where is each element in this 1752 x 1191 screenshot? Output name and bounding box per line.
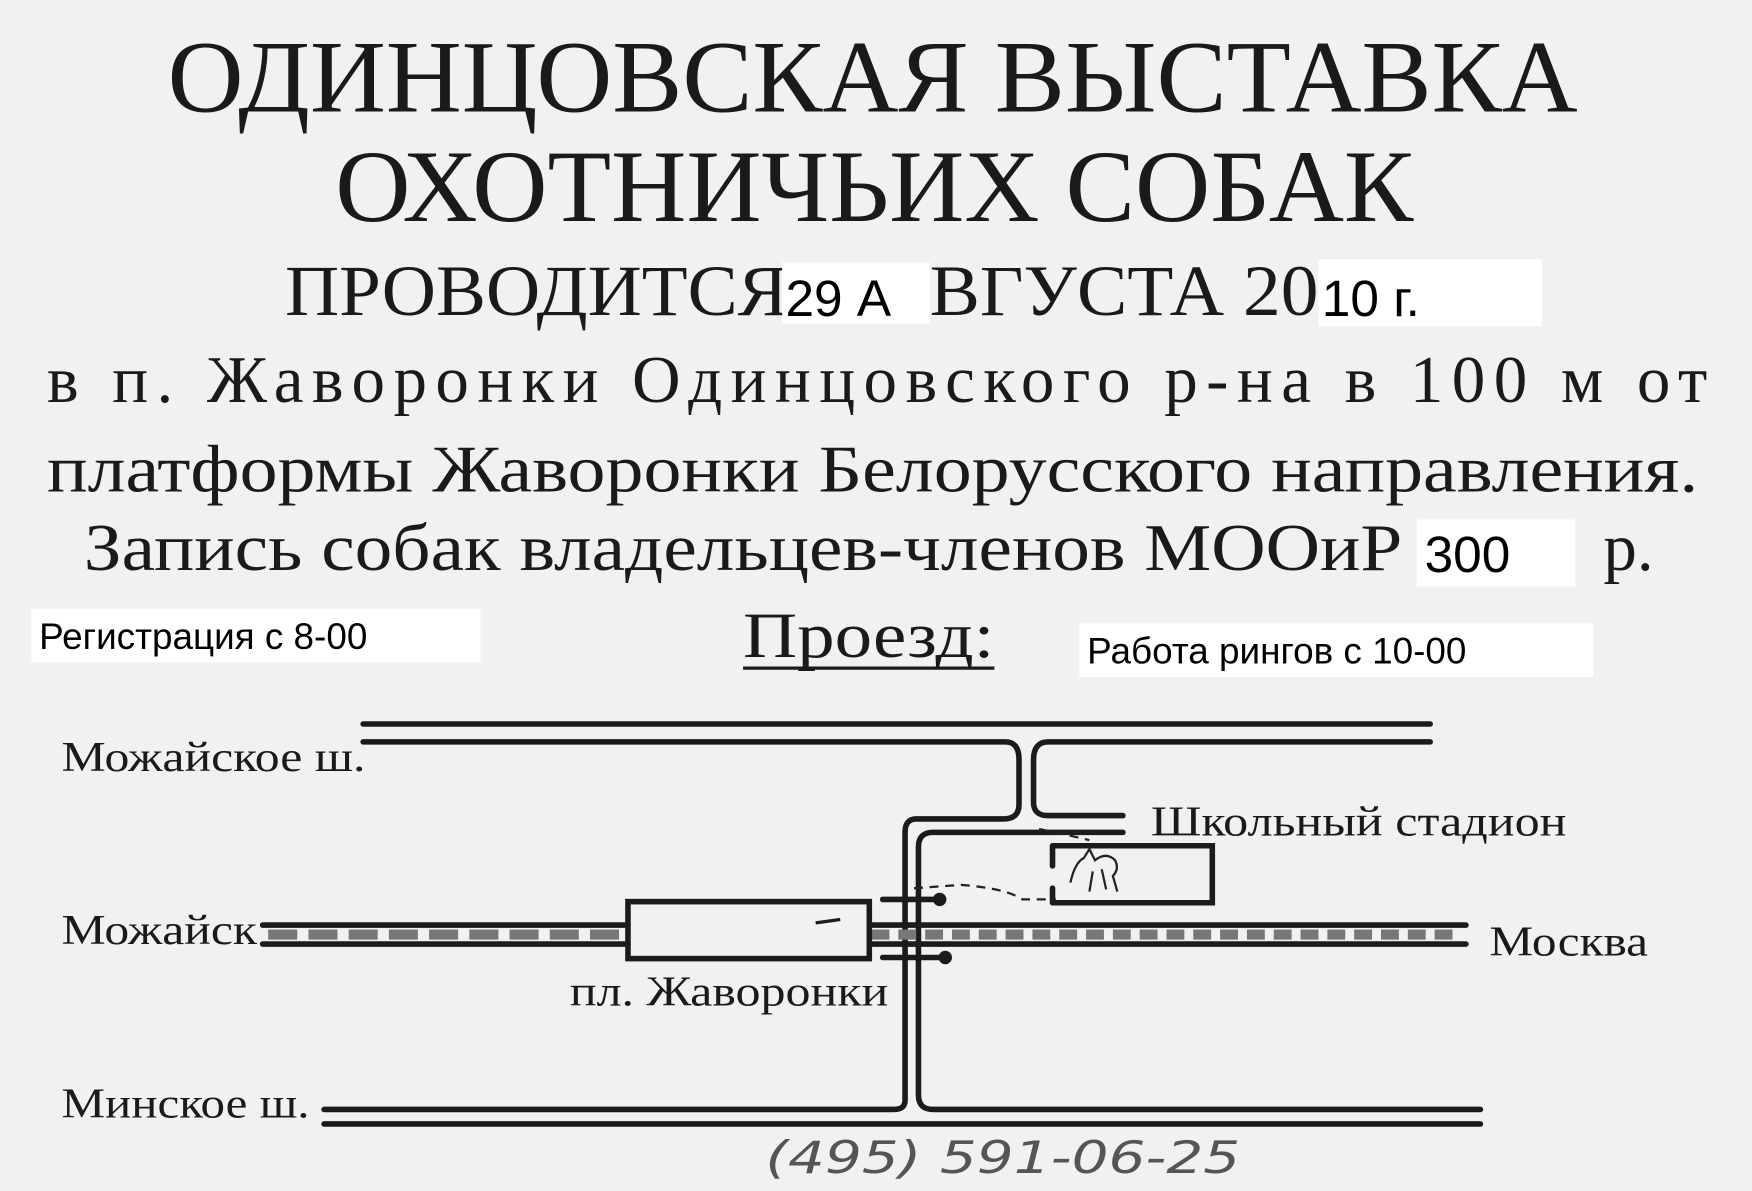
label-minskoe-highway: Минское ш. bbox=[62, 1080, 310, 1127]
platform-building bbox=[625, 898, 873, 962]
stadium-outline bbox=[1049, 842, 1216, 906]
date-month: ВГУСТА 20 bbox=[930, 252, 1319, 331]
platform-arrow-icon bbox=[815, 917, 841, 925]
label-zhavoronki-platform: пл. Жаворонки bbox=[570, 969, 888, 1016]
road-left-edge bbox=[321, 739, 1022, 1113]
road-right-edge bbox=[915, 829, 1484, 1113]
road-stadium-branch-top bbox=[1030, 739, 1433, 819]
label-moscow: Москва bbox=[1489, 918, 1648, 965]
railway bbox=[259, 922, 1469, 947]
registration-box bbox=[31, 608, 481, 663]
date-day-box bbox=[782, 262, 930, 325]
route-dashed-path bbox=[913, 827, 1090, 901]
label-school-stadium: Школьный стадион bbox=[1151, 799, 1567, 846]
fee-amount-box bbox=[1416, 519, 1576, 587]
phone-number: (495) 591-06-25 bbox=[765, 1132, 1240, 1184]
fee-currency: р. bbox=[1603, 511, 1653, 585]
directions-heading: Проезд: bbox=[743, 600, 994, 672]
rings-box bbox=[1079, 623, 1594, 678]
registration-time: Регистрация с 8-00 bbox=[39, 616, 367, 657]
dog-icon bbox=[1069, 846, 1119, 892]
label-mozhaysk: Можайск bbox=[62, 907, 258, 954]
date-day: 29 А bbox=[786, 269, 892, 327]
date-year-box bbox=[1318, 259, 1542, 327]
title-line-1: ОДИНЦОВСКАЯ ВЫСТАВКА bbox=[168, 21, 1578, 135]
rings-time: Работа рингов с 10-00 bbox=[1087, 631, 1466, 672]
label-mozhayskoe-highway: Можайское ш. bbox=[62, 734, 366, 781]
fee-text: Запись собак владельцев-членов МООиР bbox=[84, 511, 1402, 585]
title-line-2: ОХОТНИЧЬИХ СОБАК bbox=[335, 130, 1414, 244]
date-year: 10 г. bbox=[1322, 269, 1420, 327]
fee-amount: 300 bbox=[1425, 525, 1511, 583]
location-line-1: в п. Жаворонки Одинцовского р-на в 100 м… bbox=[47, 343, 1707, 417]
location-line-2: платформы Жаворонки Белорусского направл… bbox=[47, 433, 1698, 507]
route-map: Можайское ш. Школьный стадион Можайск Мо… bbox=[62, 721, 1648, 1184]
date-prefix: ПРОВОДИТСЯ bbox=[285, 252, 788, 331]
